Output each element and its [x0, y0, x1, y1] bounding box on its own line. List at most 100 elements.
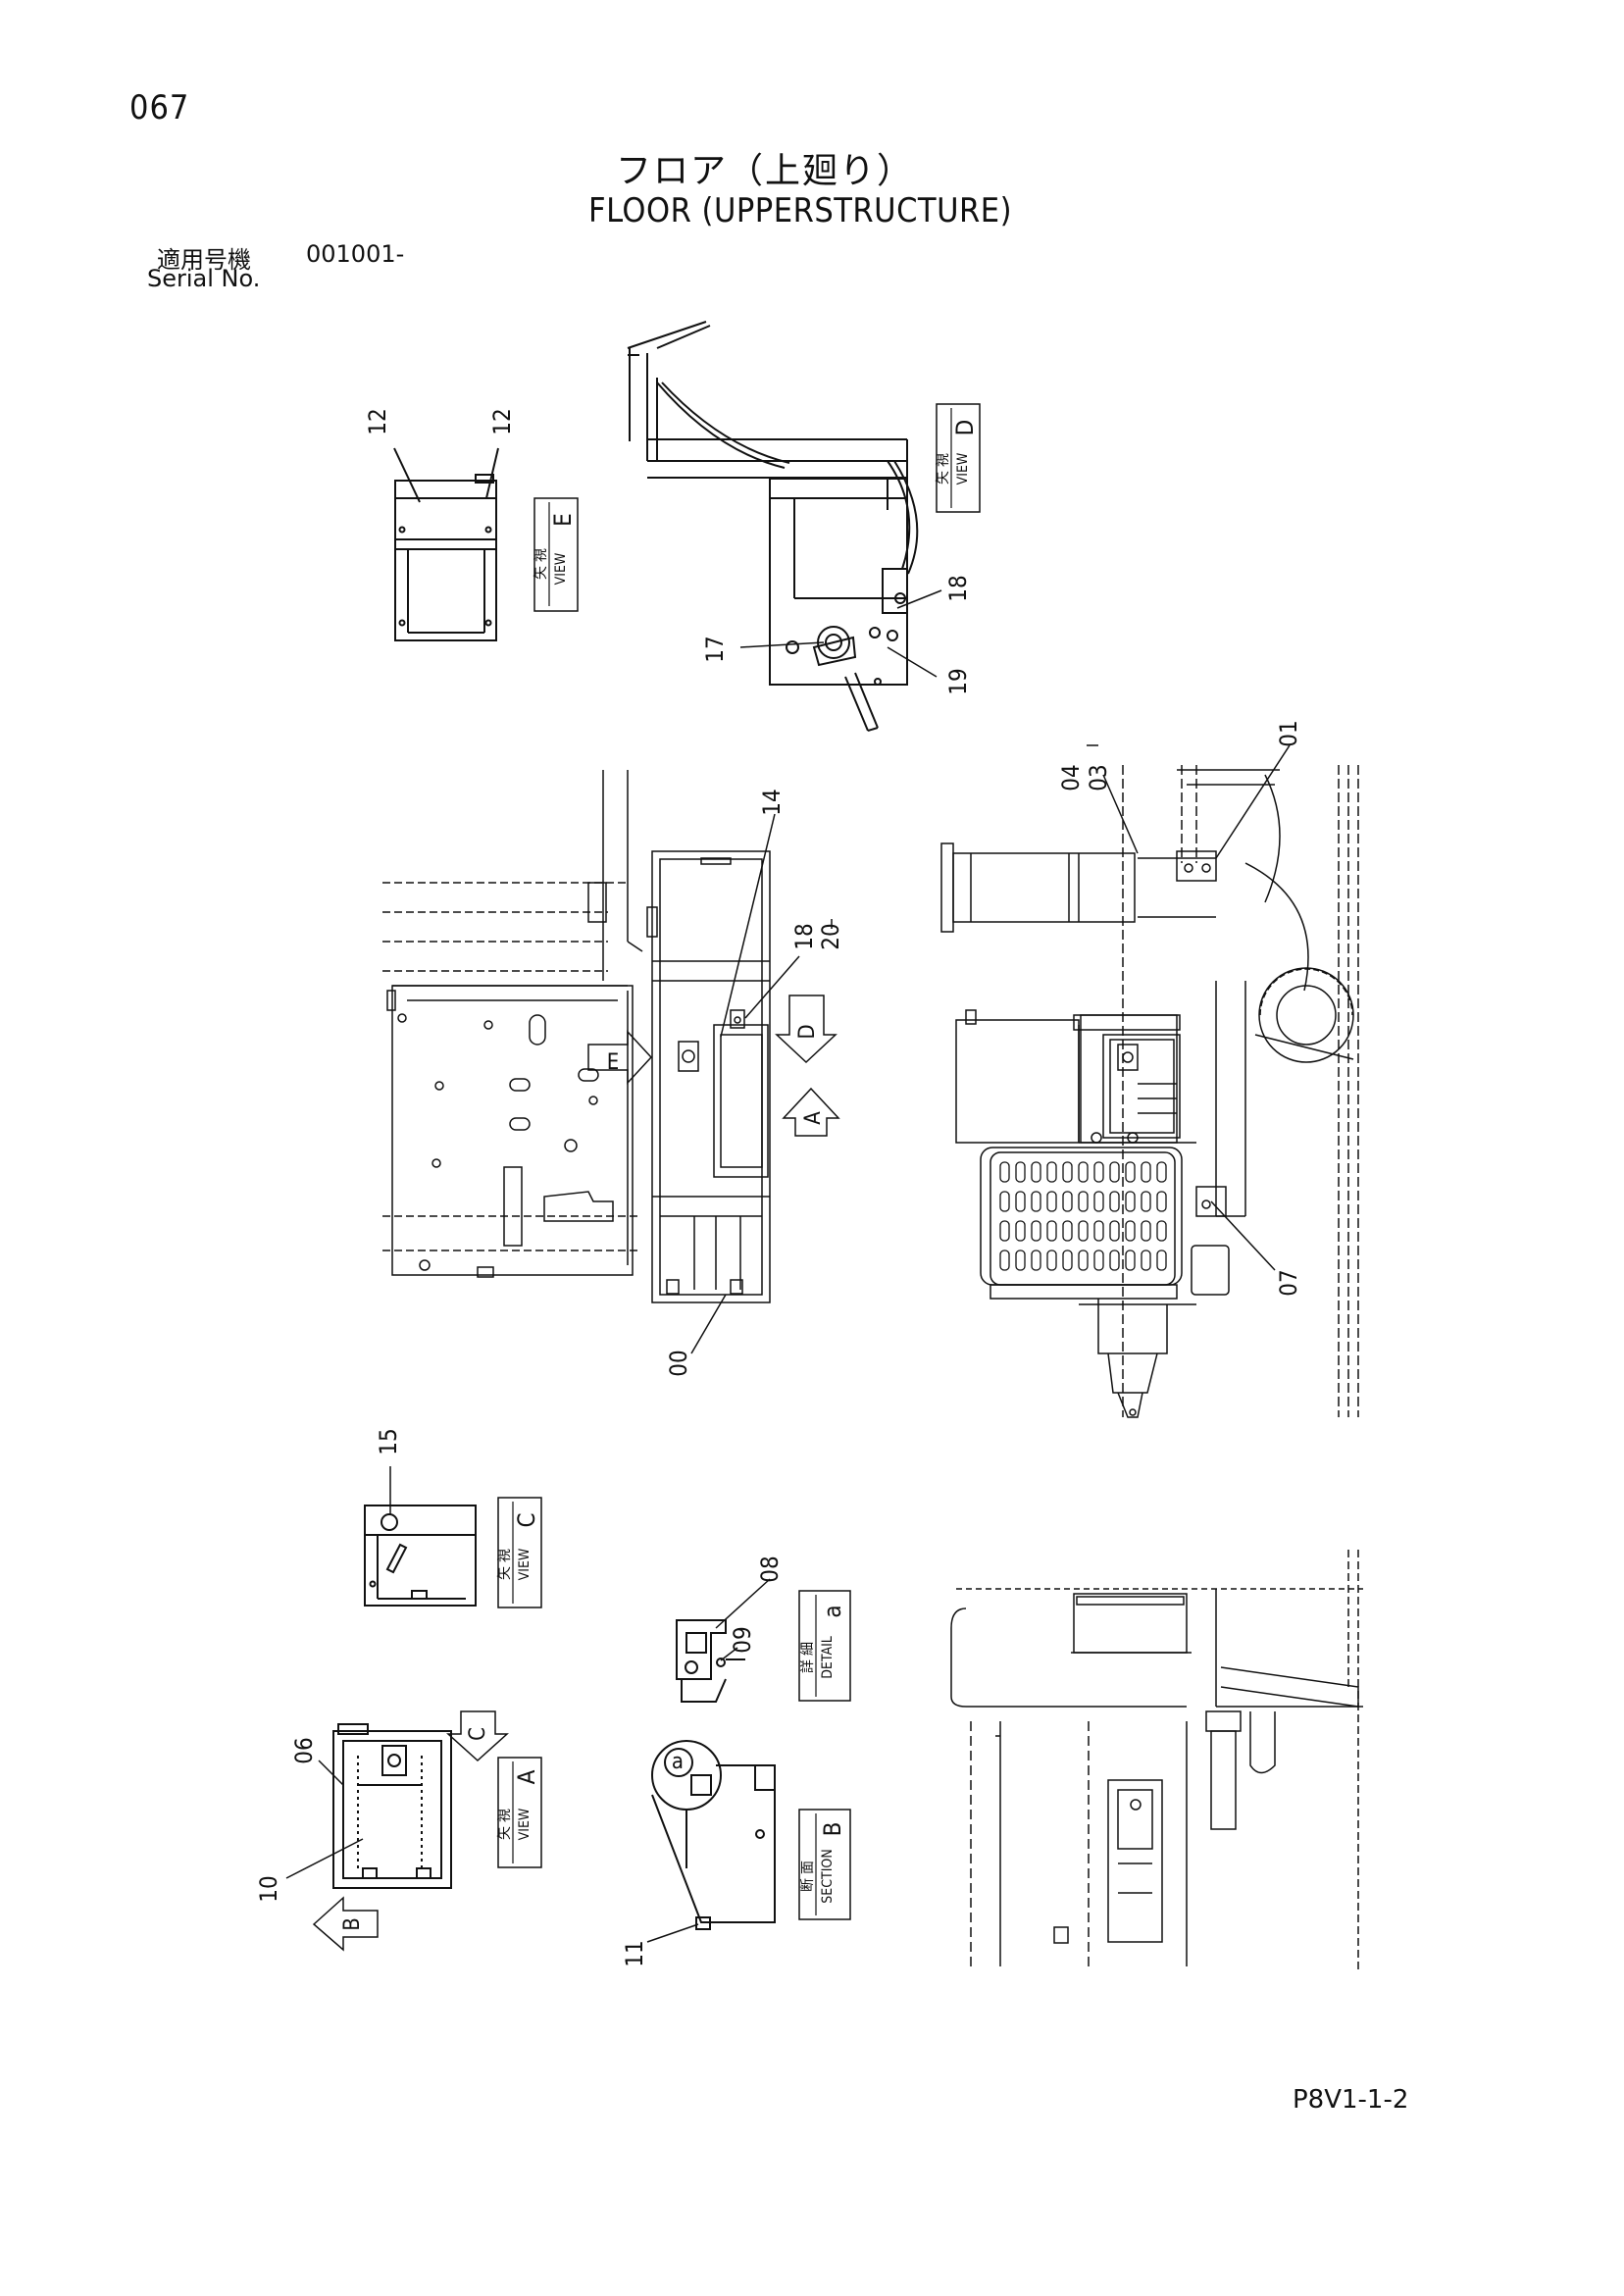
callout-label: 09 — [729, 1626, 756, 1653]
vent-slot — [1046, 1191, 1057, 1212]
vent-slot — [1125, 1250, 1136, 1271]
callout-label: 15 — [375, 1428, 402, 1454]
callout-06: 06 — [290, 1737, 344, 1786]
callout-04-03: 04 03 — [1057, 744, 1139, 854]
vent-slot — [1141, 1250, 1151, 1271]
callout-label: 07 — [1275, 1269, 1302, 1296]
vent-slot — [1109, 1220, 1120, 1242]
view-e-jp: 矢 視 — [533, 548, 549, 580]
callout-17: 17 — [701, 636, 825, 663]
vent-slot — [1031, 1191, 1041, 1212]
page-number: 067 — [129, 88, 190, 128]
callout-label: 17 — [701, 636, 729, 662]
vent-slot — [1093, 1250, 1104, 1271]
page-title-english: FLOOR (UPPERSTRUCTURE) — [588, 191, 1013, 230]
detail-a-letter: a — [819, 1605, 846, 1617]
detail-circle-letter: a — [672, 1750, 684, 1774]
vent-slot — [1156, 1220, 1167, 1242]
callout-01: 01 — [1215, 720, 1302, 859]
serial-label-japanese: 適用号機 — [157, 246, 251, 274]
lower-right-view — [950, 1550, 1363, 1971]
right-side-view-lower — [990, 1186, 1230, 1418]
view-a-drawing — [332, 1723, 452, 1889]
document-code: P8V1-1-2 — [1293, 2085, 1409, 2115]
vent-slot — [999, 1191, 1010, 1212]
vent-slot — [1078, 1250, 1089, 1271]
vent-slot — [1015, 1220, 1026, 1242]
vent-slot — [1062, 1250, 1073, 1271]
vent-slot — [1078, 1161, 1089, 1183]
vent-slot — [1031, 1250, 1041, 1271]
view-d-en: VIEW — [955, 452, 971, 485]
callout-label: 12 — [488, 408, 516, 434]
view-c-letter: C — [513, 1512, 540, 1527]
callout-label: 06 — [290, 1737, 318, 1763]
callout-label: 20 — [817, 923, 844, 949]
view-d-label: 矢 視 VIEW D — [936, 403, 981, 513]
section-b-en: SECTION — [820, 1849, 836, 1904]
detail-a-drawing — [676, 1619, 745, 1703]
callout-label: 03 — [1085, 764, 1112, 791]
view-e-drawing — [393, 447, 499, 641]
view-a-label: 矢 視 VIEW A — [497, 1757, 542, 1868]
arrow-d-letter: D — [795, 1024, 820, 1039]
view-e-letter: E — [549, 513, 577, 527]
view-c-drawing — [364, 1505, 477, 1607]
detail-a-jp: 詳 細 — [800, 1642, 816, 1673]
callout-label: 12 — [364, 408, 391, 434]
vent-slot — [1109, 1191, 1120, 1212]
arrow-a-letter: A — [801, 1111, 826, 1125]
callout-10: 10 — [255, 1838, 364, 1903]
callout-label: 10 — [255, 1875, 282, 1902]
vent-slot — [1093, 1191, 1104, 1212]
view-d-drawing — [627, 321, 919, 732]
section-b-drawing — [651, 1740, 776, 1930]
main-plan-view — [382, 770, 771, 1303]
view-c-en: VIEW — [517, 1548, 533, 1580]
vent-slot — [1015, 1250, 1026, 1271]
callout-07: 07 — [1210, 1200, 1302, 1297]
view-d-jp: 矢 視 — [936, 453, 951, 485]
callout-label: 04 — [1057, 764, 1085, 791]
vent-slot — [999, 1220, 1010, 1242]
callout-label: 11 — [621, 1940, 648, 1966]
arrow-e-letter: E — [607, 1050, 620, 1075]
vent-slot — [1125, 1161, 1136, 1183]
vent-slot — [1141, 1161, 1151, 1183]
vent-slot — [1078, 1220, 1089, 1242]
callout-08: 08 — [715, 1556, 784, 1629]
callout-14: 14 — [720, 789, 786, 1038]
serial-label-english: Serial No. — [147, 265, 261, 292]
vent-slot — [1156, 1191, 1167, 1212]
view-arrow-c: C — [446, 1710, 509, 1762]
vent-slot — [1141, 1191, 1151, 1212]
callout-18a: 18 — [896, 575, 972, 609]
detail-a-label: 詳 細 DETAIL a — [798, 1590, 851, 1702]
vent-slot — [1062, 1191, 1073, 1212]
vent-slot — [1109, 1250, 1120, 1271]
vent-slot — [1062, 1220, 1073, 1242]
view-a-en: VIEW — [517, 1808, 533, 1840]
section-b-label: 断 面 SECTION B — [798, 1809, 851, 1920]
vent-slots — [999, 1161, 1167, 1271]
vent-slot — [1093, 1220, 1104, 1242]
callout-18-20: 18 20 — [744, 919, 844, 1019]
serial-number-value: 001001- — [306, 240, 405, 268]
detail-a-en: DETAIL — [820, 1636, 836, 1679]
vent-slot — [1125, 1220, 1136, 1242]
callout-00: 00 — [665, 1294, 727, 1377]
view-a-letter: A — [513, 1769, 540, 1784]
vent-slot — [999, 1250, 1010, 1271]
arrow-c-letter: C — [466, 1727, 490, 1741]
arrow-b-letter: B — [340, 1917, 365, 1931]
page-title-japanese: フロア（上廻り） — [616, 151, 915, 191]
vent-slot — [1156, 1161, 1167, 1183]
callout-label: 19 — [944, 668, 972, 694]
view-a-jp: 矢 視 — [497, 1809, 513, 1840]
vent-slot — [1031, 1161, 1041, 1183]
callout-label: 01 — [1275, 720, 1302, 746]
view-e-label: 矢 視 VIEW E — [533, 497, 579, 612]
section-b-letter: B — [819, 1822, 846, 1837]
vent-slot — [1109, 1161, 1120, 1183]
